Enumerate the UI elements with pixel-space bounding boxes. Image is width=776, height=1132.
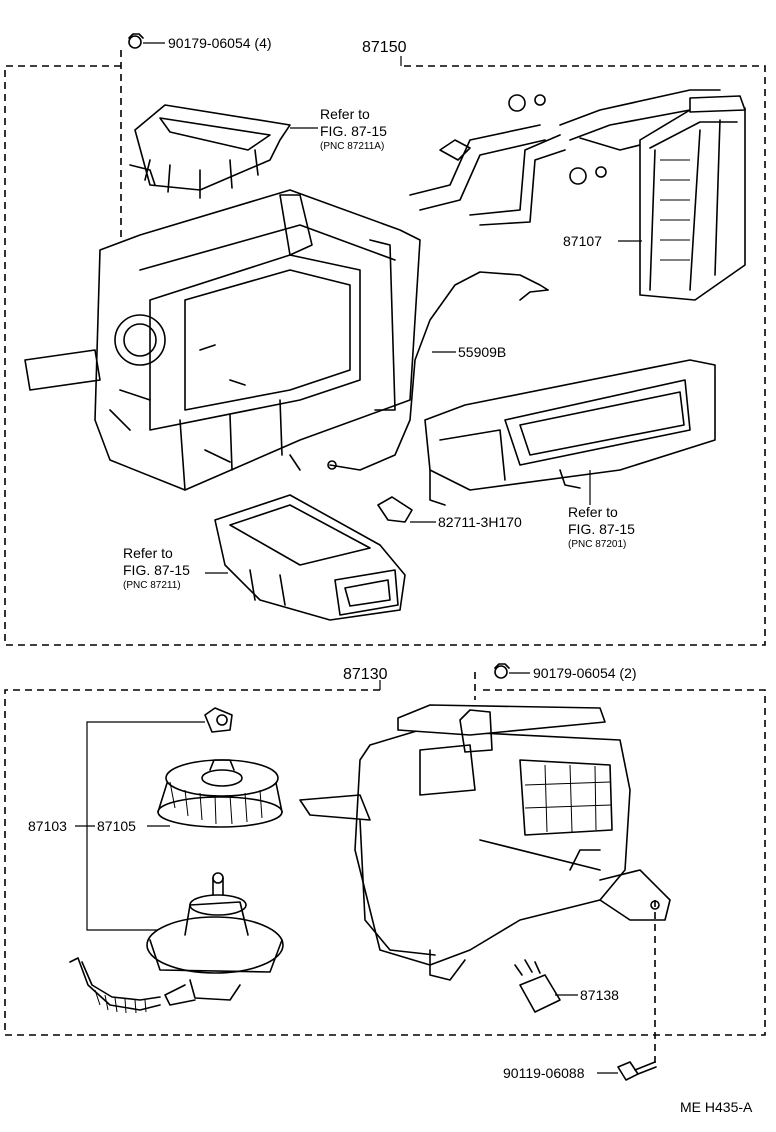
refer-right-line3: (PNC 87201) — [568, 539, 626, 550]
refer-right-line1: Refer to — [568, 504, 618, 520]
air-duct-right-icon — [424, 359, 716, 506]
refer-left-line1: Refer to — [123, 545, 173, 561]
lower-group-frame — [4, 672, 766, 1065]
blower-motor-icon — [146, 872, 284, 1006]
blower-bracket — [75, 721, 205, 931]
air-duct-top-icon — [129, 104, 291, 199]
resistor-label: 87138 — [580, 987, 619, 1003]
fan-wheel-icon — [157, 759, 283, 828]
screw-label: 90119-06088 — [503, 1065, 585, 1081]
refer-left-line3: (PNC 87211) — [123, 580, 181, 591]
footer-code: ME H435-A — [680, 1099, 753, 1115]
wire-label: 55909B — [458, 344, 506, 360]
upper-group-frame — [4, 50, 766, 646]
refer-top-line3: (PNC 87211A) — [320, 141, 384, 152]
connector-label: 82711-3H170 — [438, 514, 522, 530]
clamp-icon — [204, 707, 233, 733]
wire-harness-icon — [327, 271, 549, 471]
heater-core-label: 87107 — [563, 233, 602, 249]
upper-assembly-number: 87150 — [362, 39, 407, 56]
refer-top-line2: FIG. 87-15 — [320, 123, 387, 139]
hose-icon — [69, 957, 161, 1014]
resistor-icon — [514, 959, 561, 1013]
screw-icon — [617, 1061, 657, 1081]
heater-unit-case-icon — [24, 189, 421, 491]
blower-case-icon — [299, 704, 671, 981]
air-duct-left-icon — [214, 494, 406, 621]
clip-nut-icon — [494, 663, 510, 679]
fan-label: 87105 — [97, 818, 136, 834]
refer-left-line2: FIG. 87-15 — [123, 562, 190, 578]
lower-assembly-number: 87130 — [343, 666, 388, 683]
refer-top-line1: Refer to — [320, 106, 370, 122]
upper-clip-label: 90179-06054 (4) — [168, 35, 272, 51]
lower-clip-label: 90179-06054 (2) — [533, 665, 637, 681]
blower-assembly-label: 87103 — [28, 818, 67, 834]
heater-core-icon — [639, 95, 746, 301]
connector-icon — [377, 496, 413, 523]
clip-nut-icon — [128, 33, 144, 49]
refer-right-line2: FIG. 87-15 — [568, 521, 635, 537]
